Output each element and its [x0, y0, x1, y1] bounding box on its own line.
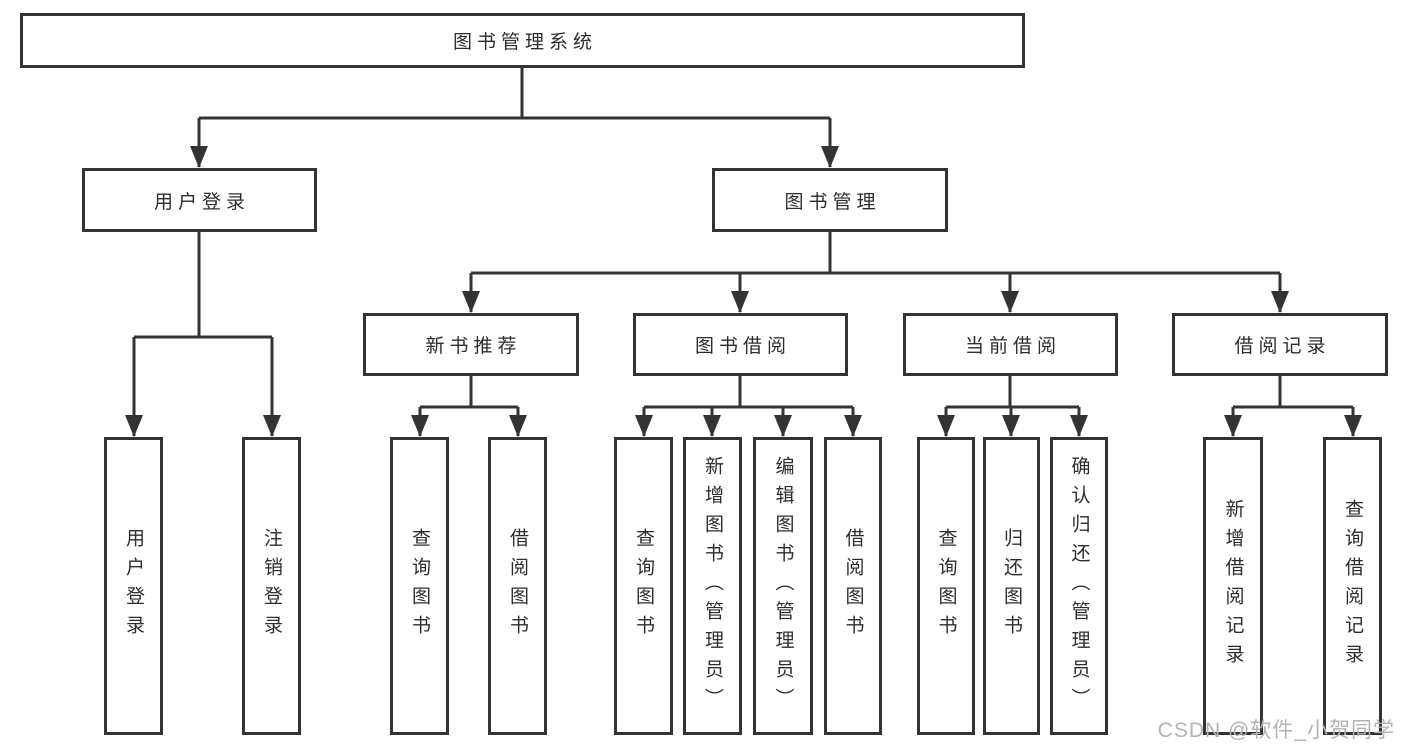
- node-user-login: 用户登录: [82, 168, 317, 232]
- node-library-management-system: 图书管理系统: [20, 13, 1025, 68]
- node-label: 图书借阅: [694, 336, 791, 357]
- leaf-borrowing-borrow-books: 借阅图书: [824, 437, 882, 735]
- leaf-logout: 注销登录: [242, 437, 301, 735]
- leaf-user-login: 用户登录: [104, 437, 163, 735]
- node-label: 借阅图书: [507, 528, 528, 644]
- node-label: 查询图书: [633, 528, 654, 644]
- node-label: 查询图书: [409, 528, 430, 644]
- node-label: 查询借阅记录: [1342, 499, 1363, 673]
- node-label: 借阅图书: [842, 528, 864, 644]
- node-label: 编辑图书（管理员）: [772, 455, 794, 717]
- leaf-newbook-query-books: 查询图书: [390, 437, 449, 735]
- leaf-current-return-books: 归还图书: [983, 437, 1040, 735]
- node-book-borrowing: 图书借阅: [633, 313, 848, 376]
- leaf-records-query-record: 查询借阅记录: [1323, 437, 1382, 735]
- leaf-borrowing-edit-books-admin: 编辑图书（管理员）: [753, 437, 813, 735]
- leaf-records-add-record: 新增借阅记录: [1203, 437, 1263, 735]
- node-label: 用户登录: [153, 191, 250, 213]
- node-label: 新书推荐: [425, 336, 522, 357]
- node-label: 图书管理: [784, 191, 881, 213]
- node-label: 图书管理系统: [452, 32, 597, 53]
- node-new-book-recommendation: 新书推荐: [363, 313, 579, 376]
- node-label: 新增借阅记录: [1222, 499, 1244, 673]
- node-label: 归还图书: [1001, 528, 1022, 644]
- node-book-management: 图书管理: [712, 168, 948, 232]
- node-label: 新增图书（管理员）: [702, 455, 723, 717]
- node-borrowing-records: 借阅记录: [1172, 313, 1388, 376]
- node-label: 注销登录: [261, 528, 282, 644]
- leaf-borrowing-add-books-admin: 新增图书（管理员）: [683, 437, 742, 735]
- leaf-borrowing-query-books: 查询图书: [614, 437, 673, 735]
- leaf-current-confirm-return-admin: 确认归还（管理员）: [1050, 437, 1108, 735]
- leaf-current-query-books: 查询图书: [917, 437, 975, 735]
- node-label: 当前借阅: [964, 336, 1061, 357]
- node-label: 借阅记录: [1234, 336, 1331, 357]
- node-current-borrowing: 当前借阅: [903, 313, 1118, 376]
- node-label: 确认归还（管理员）: [1068, 455, 1090, 717]
- csdn-watermark: CSDN @软件_小贺同学: [1157, 719, 1395, 742]
- node-label: 查询图书: [935, 528, 957, 644]
- node-label: 用户登录: [123, 528, 144, 644]
- leaf-newbook-borrow-books: 借阅图书: [488, 437, 547, 735]
